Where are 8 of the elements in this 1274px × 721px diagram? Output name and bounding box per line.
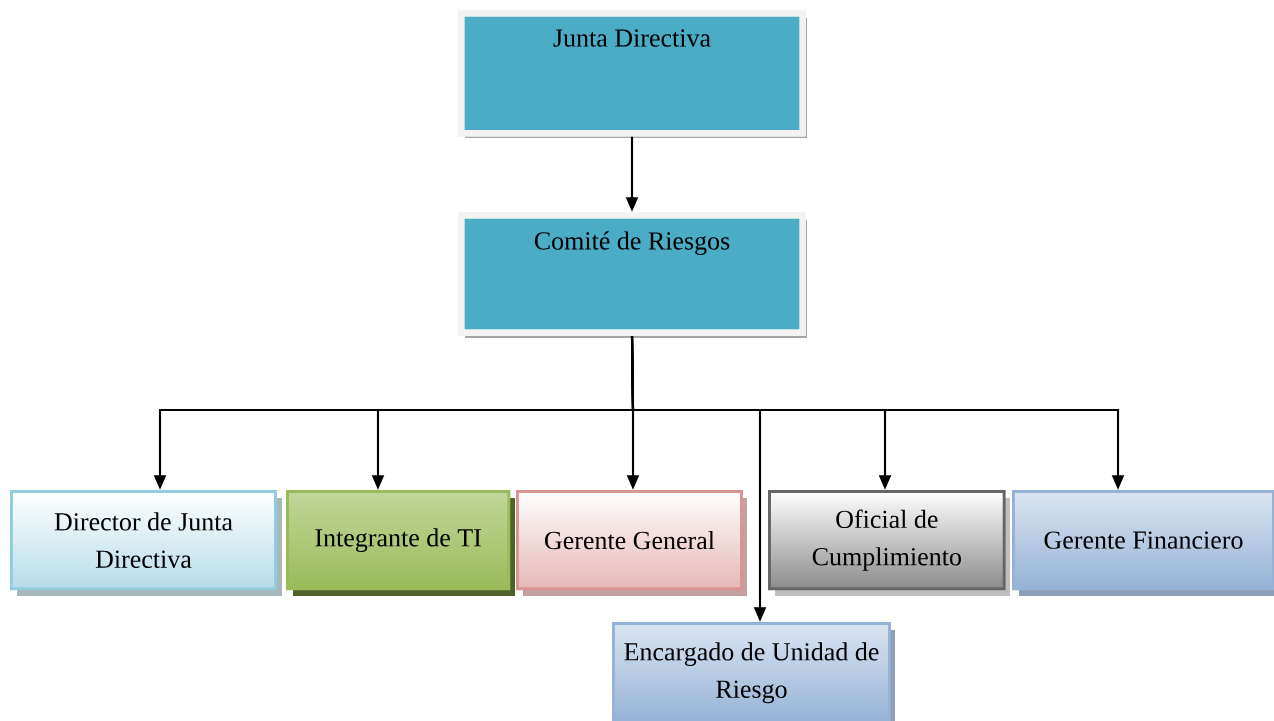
org-box: Integrante de TI [286,490,515,596]
org-box: Encargado de Unidad de Riesgo [612,622,895,721]
org-box: Gerente Financiero [1012,490,1274,596]
org-box: Junta Directiva [458,10,807,138]
org-box: Director de Junta Directiva [10,490,282,596]
org-box: Oficial de Cumplimiento [768,490,1010,596]
org-box: Gerente General [516,490,747,596]
org-box: Comité de Riesgos [458,212,807,338]
